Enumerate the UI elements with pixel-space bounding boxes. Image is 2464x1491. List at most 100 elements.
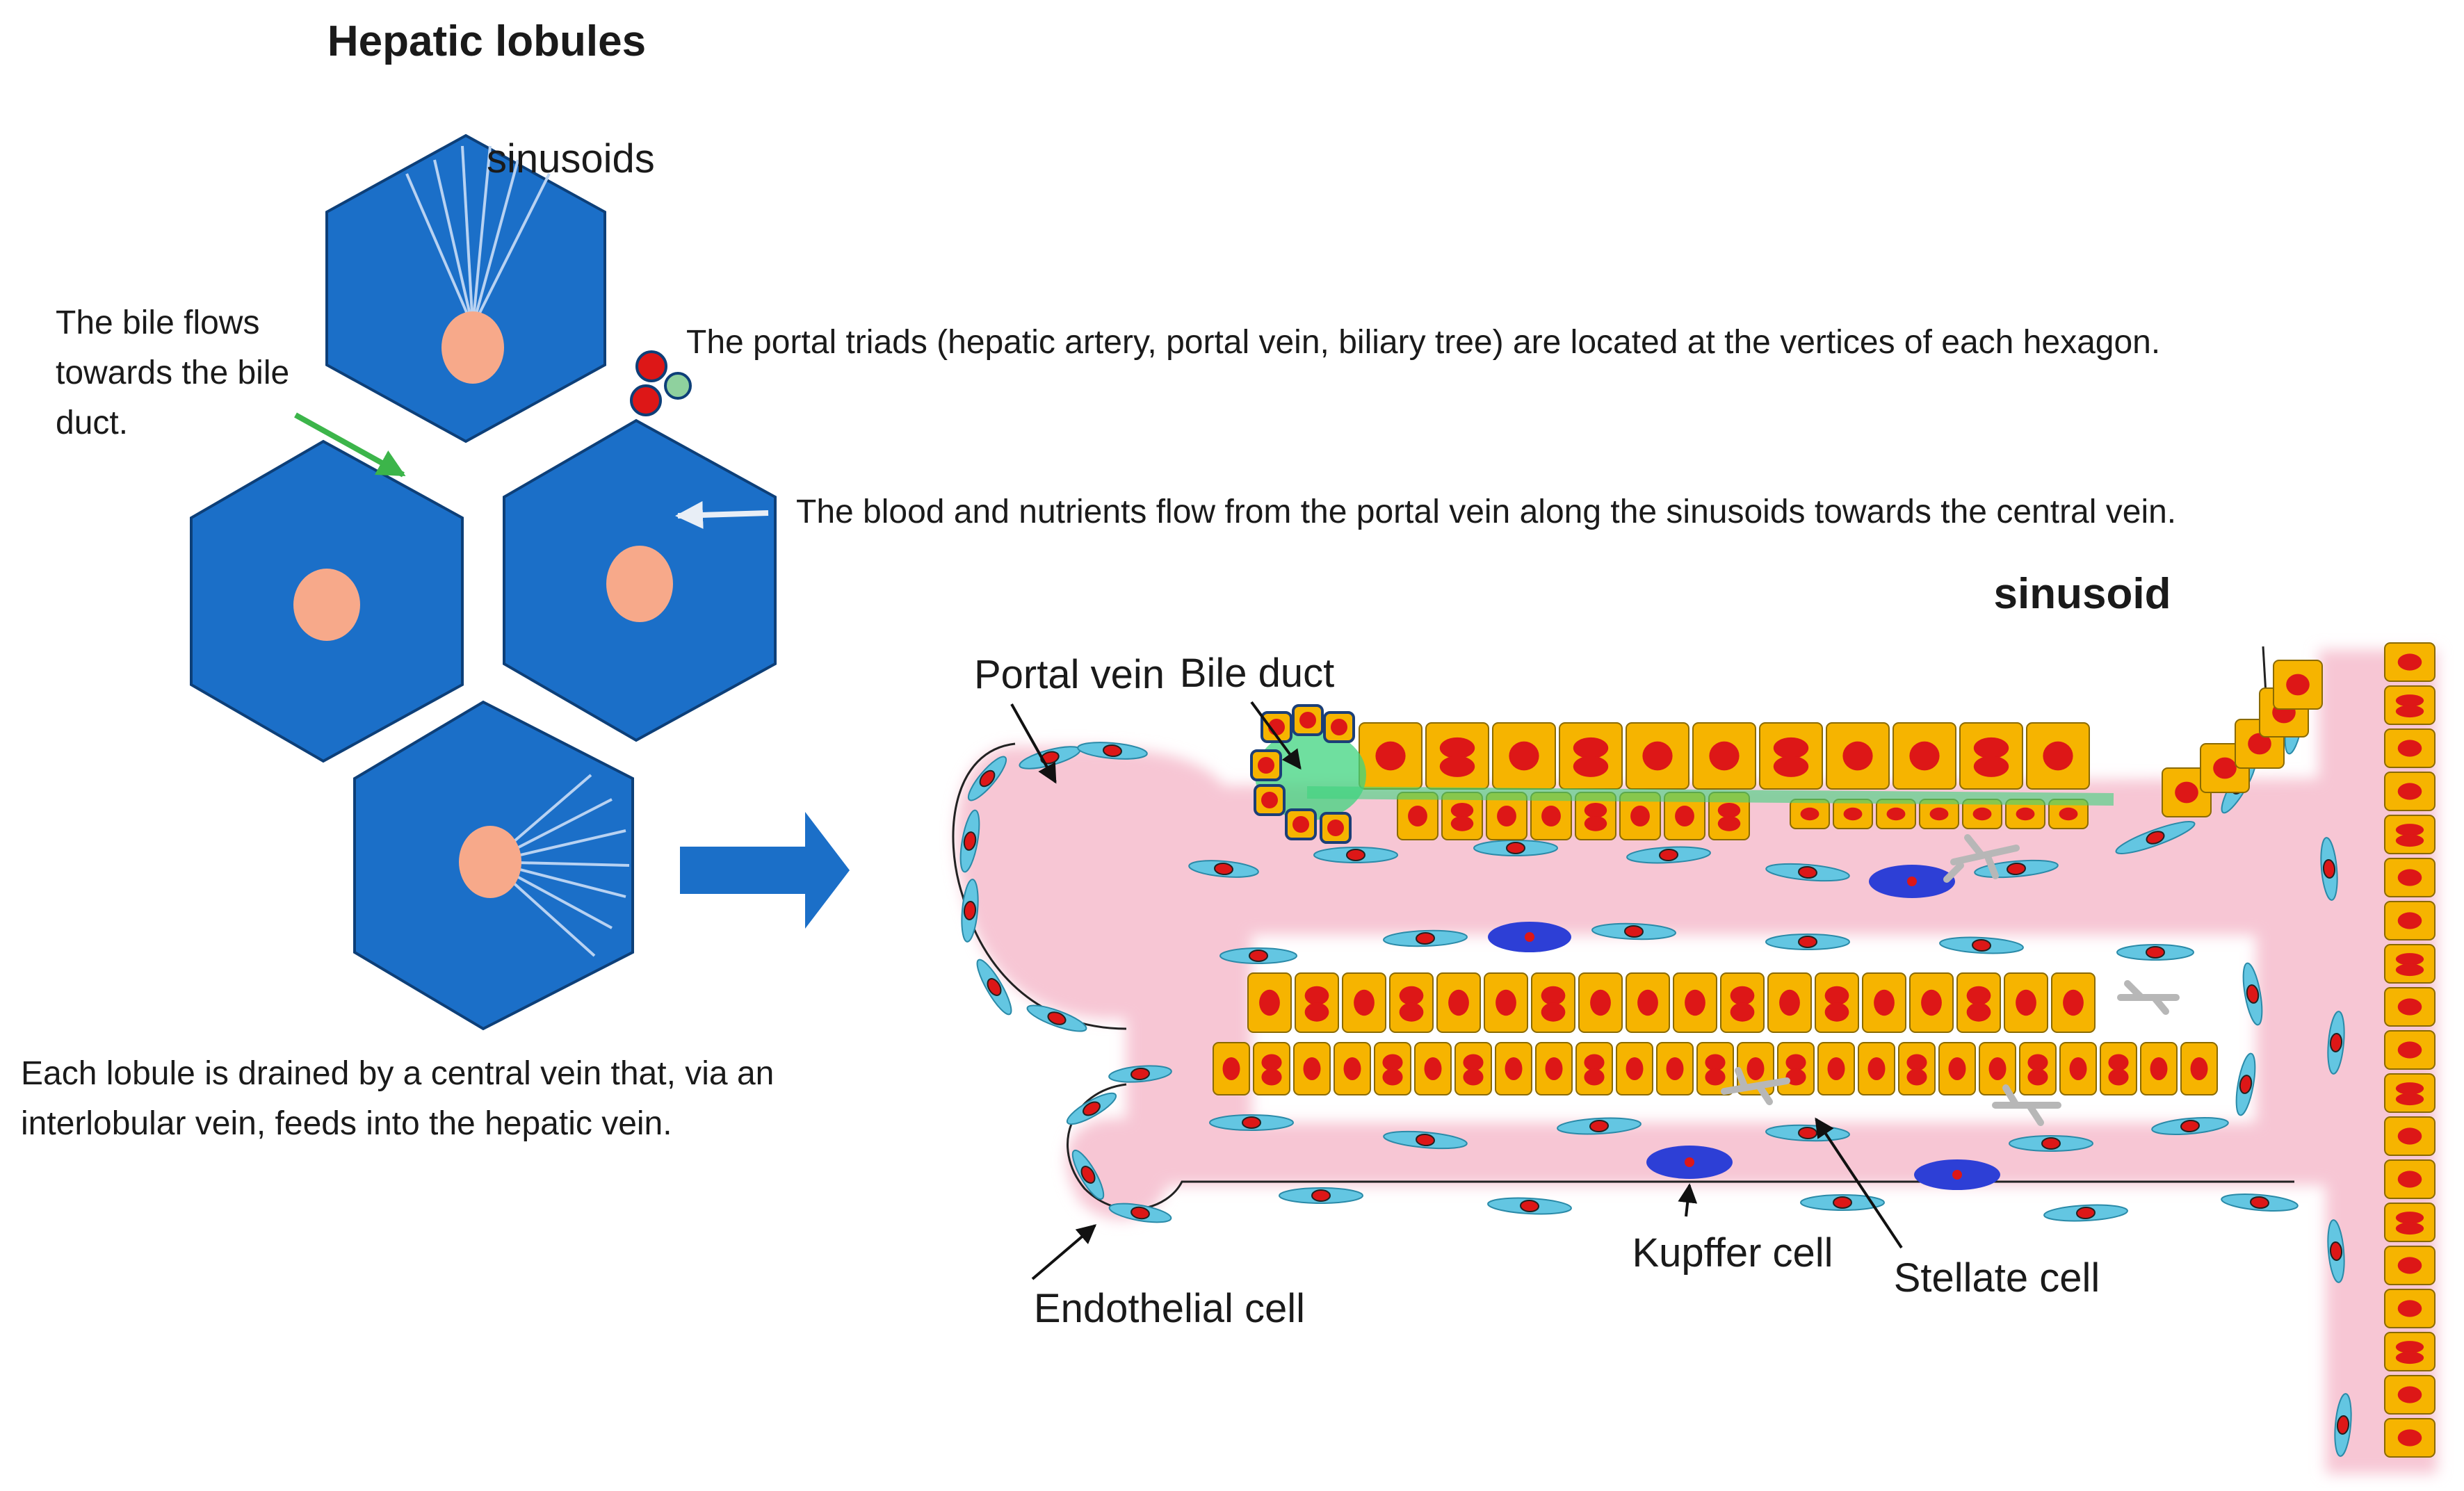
hepatocyte (1247, 972, 1292, 1033)
hepatocyte (1858, 1042, 1895, 1095)
endothelial-cell (2115, 821, 2196, 854)
svg-text:Each lobule is drained by a ce: Each lobule is drained by a central vein… (21, 1055, 774, 1092)
endothelial-cell (1557, 1117, 1642, 1135)
hepatocyte (2384, 987, 2435, 1027)
hepatocyte (1876, 799, 1916, 829)
endothelial-cell (2235, 1052, 2256, 1116)
endothelial-cell (959, 809, 980, 873)
stellate-cell-pointer (1815, 1117, 1903, 1249)
endothelial-cell (1077, 742, 1148, 760)
hepatocyte (1777, 1042, 1815, 1095)
hepatocyte (1826, 722, 1890, 790)
lobule-bottom (353, 700, 634, 1031)
svg-text:towards the bile: towards the bile (56, 355, 289, 391)
endothelial-cell (2334, 1393, 2352, 1457)
endothelial-cell (976, 959, 1012, 1016)
lobule-right (503, 418, 777, 742)
lobule-left (190, 439, 464, 763)
cholangiocyte (1320, 812, 1352, 844)
hepatocyte (2273, 660, 2323, 710)
hepatocyte (1767, 972, 1812, 1033)
hepatocyte (1692, 722, 1756, 790)
endothelial-cell (967, 756, 1007, 801)
portal-triad (630, 350, 692, 416)
hepatocyte (2019, 1042, 2057, 1095)
hepatocyte (1833, 799, 1873, 829)
endothelial-cell (1939, 936, 2024, 954)
hepatocyte-cords (1213, 642, 2435, 1458)
hepatocyte (1441, 792, 1483, 840)
hepatocyte (2384, 1289, 2435, 1328)
endothelial-cell (1383, 929, 1468, 947)
endothelial-cell (2043, 1204, 2128, 1222)
kupffer-cell-pointer (1678, 1183, 1698, 1217)
hepatocyte (1815, 972, 1859, 1033)
hepatocyte (2384, 858, 2435, 897)
hepatocyte (1213, 1042, 1250, 1095)
lobule-top (325, 133, 606, 443)
bile-flow-caption: The bile flows towards the bile duct. (56, 304, 289, 441)
hepatocyte (2384, 815, 2435, 854)
bile-duct-pointer (1250, 701, 1302, 770)
hepatocyte (2384, 685, 2435, 725)
hepatocyte (1359, 722, 1423, 790)
hepatocyte (1616, 1042, 1653, 1095)
endothelial-cell (1209, 1114, 1294, 1131)
hepatocyte (2005, 799, 2045, 829)
hepatocyte (1626, 722, 1689, 790)
endothelial-cell (2327, 1219, 2345, 1283)
cholangiocyte (1323, 711, 1355, 743)
hepatocyte (2048, 799, 2089, 829)
hepatocyte (1374, 1042, 1411, 1095)
hepatocyte (1575, 792, 1616, 840)
endothelial-cell (1279, 1187, 1363, 1204)
hepatocyte (1486, 792, 1527, 840)
endothelial-cell (1066, 1092, 1117, 1125)
portal-vein-pointer (1010, 703, 1057, 784)
endothelial-cell (2116, 944, 2194, 961)
hepatocyte (2384, 1203, 2435, 1242)
endothelial-cell (2221, 1193, 2299, 1212)
hepatocyte (1673, 972, 1717, 1033)
endothelial-cell (1313, 847, 1398, 863)
hepatocyte (1892, 722, 1956, 790)
blood-flow-arrow (675, 500, 769, 529)
hepatocyte (1909, 972, 1954, 1033)
hepatocyte (1664, 792, 1705, 840)
endothelial-cell (1026, 1004, 1087, 1032)
cholangiocyte (1254, 784, 1286, 816)
hepatocyte (1898, 1042, 1936, 1095)
endothelial-cell (1108, 1065, 1172, 1083)
endothelial-cell (1765, 863, 1850, 882)
sinusoid-title: sinusoid (1994, 570, 2171, 618)
endothelial-cell (1219, 947, 1297, 964)
hepatocyte (1759, 722, 1823, 790)
hepatocyte (2384, 1073, 2435, 1113)
hepatocyte (1626, 972, 1670, 1033)
hepatocyte (1656, 1042, 1694, 1095)
hepatocyte (1959, 722, 2023, 790)
endothelial-cell (1019, 746, 1081, 769)
hepatocyte (2004, 972, 2048, 1033)
kupffer-cells (1488, 865, 2000, 1190)
hepatocyte (2384, 1375, 2435, 1415)
svg-text:interlobular vein, feeds into: interlobular vein, feeds into the hepati… (21, 1105, 672, 1142)
hepatocyte (1790, 799, 1830, 829)
endothelial-cell (1473, 840, 1558, 856)
hepatocyte (2384, 772, 2435, 811)
hepatocyte (1389, 972, 1434, 1033)
central-vein-caption: Each lobule is drained by a central vein… (21, 1055, 774, 1142)
hepatocyte (2384, 944, 2435, 984)
central-vein-top (441, 311, 504, 384)
endothelial-cell (1626, 846, 1711, 864)
hepatocyte (1962, 799, 2002, 829)
hepatocyte (1295, 972, 1339, 1033)
hepatocyte (2140, 1042, 2178, 1095)
hepatocyte (2180, 1042, 2218, 1095)
cholangiocyte (1285, 808, 1317, 840)
portal-vein-label: Portal vein (974, 652, 1165, 697)
hepatocyte (2384, 1246, 2435, 1285)
hepatocyte (2384, 1030, 2435, 1070)
bile-duct-label: Bile duct (1180, 651, 1334, 696)
hepatocyte (1436, 972, 1481, 1033)
